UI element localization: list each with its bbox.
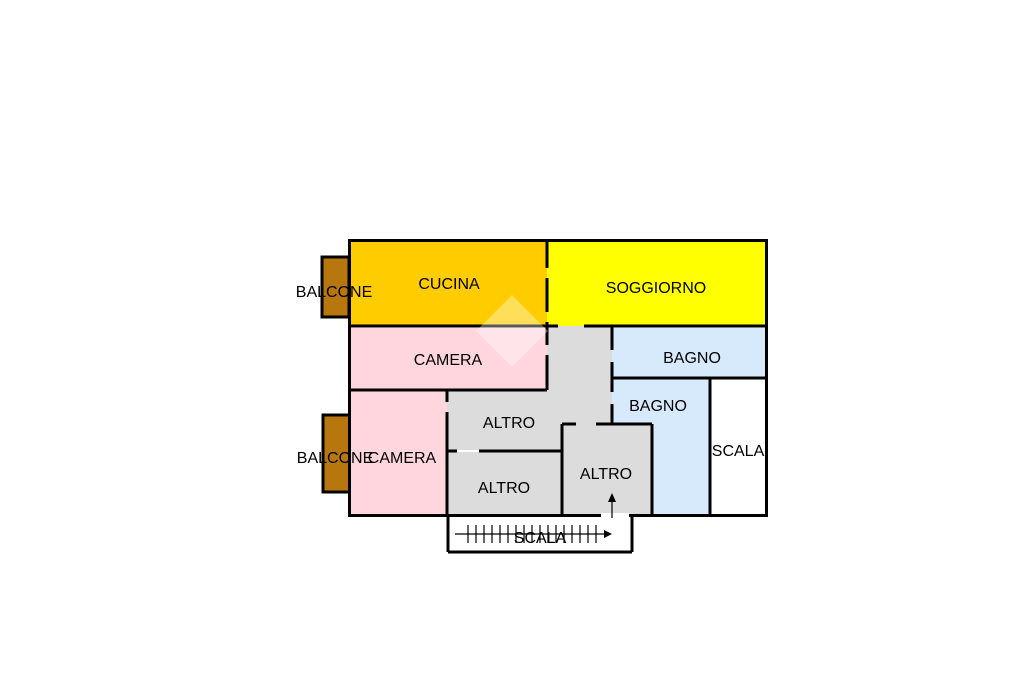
- label-altro-bottom: ALTRO: [478, 480, 530, 497]
- altro-bottom-area: [447, 452, 561, 516]
- label-bagno-mid: BAGNO: [629, 398, 687, 415]
- label-soggiorno: SOGGIORNO: [606, 280, 706, 297]
- scala-right-area: [710, 378, 766, 515]
- soggiorno-area: [547, 241, 766, 326]
- stair-arrow-right-icon: [604, 530, 612, 538]
- label-altro-right: ALTRO: [580, 466, 632, 483]
- stair-arrow-up-icon: [608, 493, 616, 502]
- label-scala-right: SCALA: [712, 443, 765, 460]
- camera-bottom-area: [350, 390, 447, 516]
- bagno-top-area: [612, 328, 766, 378]
- label-balcone-top: BALCONE: [296, 284, 372, 301]
- label-bagno-top: BAGNO: [663, 350, 721, 367]
- altro-right-area: [562, 424, 652, 516]
- label-cucina: CUCINA: [418, 276, 480, 293]
- label-altro-top: ALTRO: [483, 415, 535, 432]
- label-camera-top: CAMERA: [414, 352, 483, 369]
- label-balcone-bottom: BALCONE: [297, 450, 373, 467]
- label-scala-bottom: SCALA: [514, 530, 567, 547]
- balcone-top-area: [320, 255, 351, 319]
- label-camera-bottom: CAMERA: [368, 450, 437, 467]
- camera-top-area: [350, 328, 547, 390]
- walls: [348, 239, 768, 554]
- watermark-logo: [476, 295, 548, 367]
- balcone-bottom-area: [321, 413, 352, 494]
- cucina-area: [350, 241, 547, 326]
